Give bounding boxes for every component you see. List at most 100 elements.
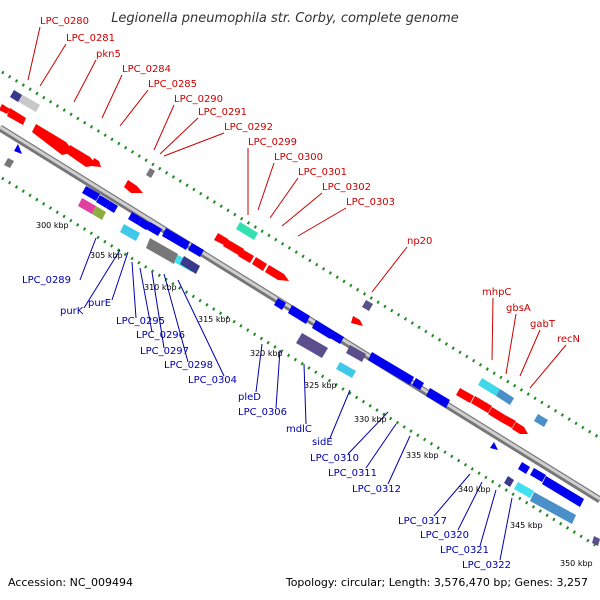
label-gbsa: gbsA [506,303,531,314]
label-lpc-0281: LPC_0281 [66,33,115,44]
leader-lpc-0304 [177,279,225,377]
gene-box-lpc0322 [592,536,600,546]
gene-gbsa [471,396,492,413]
label-lpc-0317: LPC_0317 [398,516,447,527]
label-lpc-0298: LPC_0298 [164,360,213,371]
gene-lpc0295-b [138,218,150,230]
leader-lpc-0322 [499,497,513,561]
label-lpc-0289: LPC_0289 [22,275,71,286]
leader-lpc-0281 [39,43,67,87]
label-lpc-0303: LPC_0303 [346,197,395,208]
label-lpc-0321: LPC_0321 [440,545,489,556]
label-lpc-0300: LPC_0300 [274,152,323,163]
label-purk: purK [60,306,84,317]
leader-lpc-0310 [347,411,389,455]
tick-340-kbp: 340 kbp [458,485,491,494]
lower-dotted-guide [1,176,600,550]
leader-lpc-0289 [79,237,97,281]
leader-np20 [371,246,408,293]
gene-lpc0290 [124,180,143,193]
leader-lpc-0291 [159,117,199,155]
leader-purk [83,249,121,309]
gene-lpc0312 [426,388,450,408]
gene-box-lpc0289-pink [78,198,96,214]
tick-335-kbp: 335 kbp [406,451,439,460]
gene-lpc0321 [542,476,584,507]
gene-box-lpc0291 [146,168,155,178]
leader-mdlc [303,363,307,425]
leader-lpc-0321 [479,489,497,547]
leader-lpc-0312 [387,435,411,485]
gene-lpc0302 [252,257,267,271]
gene-box-mdlc [296,333,328,358]
label-pled: pleD [238,392,261,403]
gene-pled [274,298,286,310]
top-label-leaders [27,26,567,389]
gene-box-small-left [4,158,14,168]
label-lpc-0285: LPC_0285 [148,79,197,90]
gene-mdlc-a [312,320,334,339]
gene-box-np20 [362,300,373,311]
leader-gabt [519,329,541,377]
label-lpc-0297: LPC_0297 [140,346,189,357]
leader-lpc-0301 [269,177,299,219]
leader-lpc-0285 [119,89,149,127]
gene-np20 [351,316,363,326]
gene-box-lpc0321-navy [530,492,576,524]
gene-lpc0281 [7,108,26,125]
leader-lpc-0320 [457,481,483,531]
leader-lpc-0302 [281,192,323,227]
gene-lpc0297 [162,228,190,250]
label-lpc-0299: LPC_0299 [248,137,297,148]
leader-side [329,389,351,439]
gene-lpc0296 [146,222,162,236]
label-side: sidE [312,437,333,448]
label-lpc-0292: LPC_0292 [224,122,273,133]
gene-lpc0284 [66,145,97,167]
leader-lpc-0297 [151,271,165,349]
label-lpc-0280: LPC_0280 [40,16,89,27]
tick-350-kbp: 350 kbp [560,559,593,568]
gene-box-purk [120,224,140,241]
tick-300-kbp: 300 kbp [36,221,69,230]
tick-315-kbp: 315 kbp [198,315,231,324]
tick-310-kbp: 310 kbp [144,283,177,292]
gene-lpc0303 [265,265,289,281]
gene-purk-a [82,186,100,201]
tick-325-kbp: 325 kbp [304,381,337,390]
accession: Accession: NC_009494 [8,576,133,589]
top-gene-labels: LPC_0280LPC_0281pkn5LPC_0284LPC_0285LPC_… [40,16,580,345]
leader-lpc-0298 [163,273,189,363]
leader-gbsa [505,313,517,375]
gene-lpc0285 [91,158,101,167]
gene-box-gbsa [496,389,514,405]
label-np20: np20 [407,236,432,247]
label-lpc-0320: LPC_0320 [420,530,469,541]
gene-lpc0306 [288,305,310,324]
gene-box-lpc0298-navy [180,256,200,274]
leader-lpc-0295 [131,261,137,319]
label-pkn5: pkn5 [96,49,121,60]
tick-305-kbp: 305 kbp [90,251,123,260]
reverse-genes [14,144,584,507]
gene-purk-c [106,201,118,213]
leader-lpc-0292 [163,132,225,157]
leader-pure [111,251,129,301]
label-mhpc: mhpC [482,287,511,298]
leader-lpc-0296 [139,267,153,333]
gene-purk-b [96,195,110,208]
gene-lpc0300 [223,239,244,256]
bottom-gene-labels: LPC_0289purKpurELPC_0295LPC_0296LPC_0297… [22,275,511,571]
gene-lpc0295-a [128,212,142,225]
label-mdlc: mdlC [286,424,312,435]
gene-box-gabt [534,414,548,427]
gene-box-lpc0280-inner [10,90,22,102]
gene-lpc0301 [238,249,254,263]
gene-recn-b [512,422,528,434]
gene-lpc0289-arrow [14,144,22,154]
leader-pled [255,343,263,393]
gene-pkn5 [32,124,74,155]
upper-dotted-guide [1,70,600,440]
gene-lpc0298 [188,243,204,257]
